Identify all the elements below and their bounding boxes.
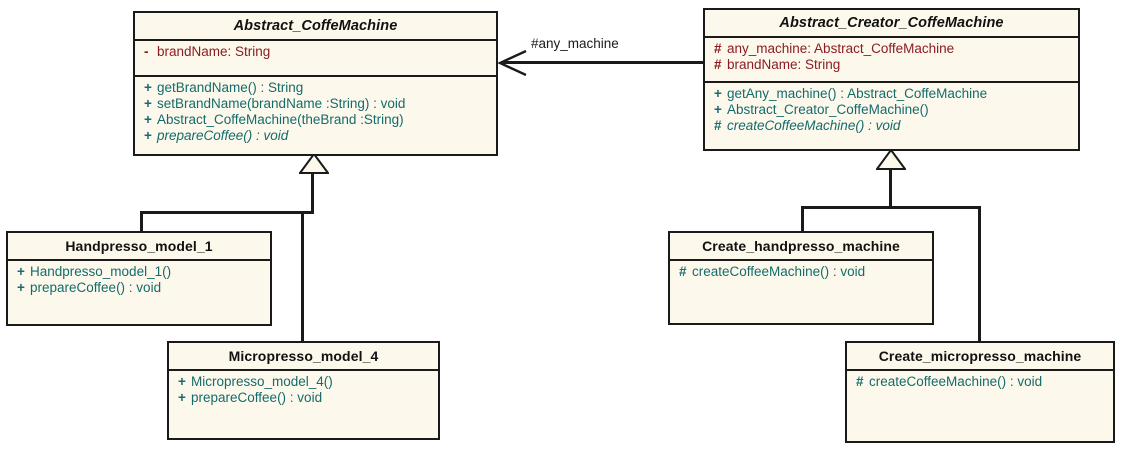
- method-row: + Abstract_CoffeMachine(theBrand :String…: [135, 112, 496, 128]
- method-row: + Micropresso_model_4(): [169, 374, 438, 390]
- class-name-handpresso-model-1: Handpresso_model_1: [8, 233, 270, 261]
- class-box-create-handpresso-machine[interactable]: Create_handpresso_machine # createCoffee…: [668, 231, 934, 325]
- method-text: prepareCoffee() : void: [191, 390, 323, 405]
- generalization-drop-create-micropresso: [978, 206, 981, 343]
- method-row: # createCoffeeMachine() : void: [670, 264, 932, 280]
- method-row: # createCoffeeMachine() : void: [847, 374, 1113, 390]
- generalization-drop-micropresso: [301, 211, 304, 343]
- method-text: setBrandName(brandName :String) : void: [157, 96, 406, 111]
- generalization-triangle-abstract-coffemachine: [298, 152, 330, 174]
- methods-compartment-micropresso-model-4: + Micropresso_model_4() + prepareCoffee(…: [169, 371, 438, 409]
- class-name-micropresso-model-4: Micropresso_model_4: [169, 343, 438, 371]
- class-box-micropresso-model-4[interactable]: Micropresso_model_4 + Micropresso_model_…: [167, 341, 440, 440]
- methods-compartment-handpresso-model-1: + Handpresso_model_1() + prepareCoffee()…: [8, 261, 270, 299]
- visibility-marker: #: [856, 374, 864, 389]
- method-row: + prepareCoffee() : void: [169, 390, 438, 406]
- method-text: Abstract_Creator_CoffeMachine(): [727, 102, 929, 117]
- method-text: Abstract_CoffeMachine(theBrand :String): [157, 112, 404, 127]
- methods-compartment-create-micropresso-machine: # createCoffeeMachine() : void: [847, 371, 1113, 393]
- visibility-marker: +: [17, 264, 25, 279]
- visibility-marker: #: [714, 57, 722, 72]
- association-label-any-machine: #any_machine: [531, 36, 619, 51]
- visibility-marker: -: [144, 44, 149, 59]
- method-text: Micropresso_model_4(): [191, 374, 333, 389]
- visibility-marker: +: [17, 280, 25, 295]
- generalization-triangle-abstract-creator-coffemachine: [875, 148, 907, 170]
- generalization-stem-right: [889, 168, 892, 208]
- methods-compartment-abstract-coffemachine: + getBrandName() : String + setBrandName…: [135, 77, 496, 147]
- association-arrowhead-icon: [497, 49, 528, 77]
- method-text: Handpresso_model_1(): [30, 264, 172, 279]
- method-row: + Handpresso_model_1(): [8, 264, 270, 280]
- visibility-marker: +: [144, 112, 152, 127]
- class-box-abstract-creator-coffemachine[interactable]: Abstract_Creator_CoffeMachine # any_mach…: [703, 8, 1080, 151]
- attributes-compartment-abstract-coffemachine: - brandName: String: [135, 41, 496, 77]
- visibility-marker: +: [144, 80, 152, 95]
- method-row: # createCoffeeMachine() : void: [705, 118, 1078, 134]
- visibility-marker: +: [144, 128, 152, 143]
- class-name-abstract-coffemachine: Abstract_CoffeMachine: [135, 13, 496, 41]
- visibility-marker: +: [178, 374, 186, 389]
- generalization-bus-right: [801, 206, 981, 209]
- class-box-handpresso-model-1[interactable]: Handpresso_model_1 + Handpresso_model_1(…: [6, 231, 272, 326]
- method-text: createCoffeeMachine() : void: [869, 374, 1043, 389]
- generalization-stem-left: [311, 172, 314, 213]
- method-text: createCoffeeMachine() : void: [727, 118, 901, 133]
- visibility-marker: #: [714, 118, 722, 133]
- class-name-abstract-creator-coffemachine: Abstract_Creator_CoffeMachine: [705, 10, 1078, 38]
- methods-compartment-abstract-creator-coffemachine: + getAny_machine() : Abstract_CoffeMachi…: [705, 83, 1078, 137]
- attribute-text: any_machine: Abstract_CoffeMachine: [727, 41, 955, 56]
- method-text: prepareCoffee() : void: [30, 280, 162, 295]
- method-row: + setBrandName(brandName :String) : void: [135, 96, 496, 112]
- method-row: + Abstract_Creator_CoffeMachine(): [705, 102, 1078, 118]
- visibility-marker: +: [714, 86, 722, 101]
- method-text: getBrandName() : String: [157, 80, 304, 95]
- visibility-marker: #: [714, 41, 722, 56]
- class-box-abstract-coffemachine[interactable]: Abstract_CoffeMachine - brandName: Strin…: [133, 11, 498, 156]
- class-box-create-micropresso-machine[interactable]: Create_micropresso_machine # createCoffe…: [845, 341, 1115, 443]
- attributes-compartment-abstract-creator-coffemachine: # any_machine: Abstract_CoffeMachine # b…: [705, 38, 1078, 83]
- method-row: + prepareCoffee() : void: [135, 128, 496, 144]
- visibility-marker: +: [144, 96, 152, 111]
- attribute-row: # any_machine: Abstract_CoffeMachine: [705, 41, 1078, 57]
- method-row: + getBrandName() : String: [135, 80, 496, 96]
- methods-compartment-create-handpresso-machine: # createCoffeeMachine() : void: [670, 261, 932, 283]
- visibility-marker: +: [714, 102, 722, 117]
- generalization-drop-handpresso: [140, 211, 143, 233]
- method-text: prepareCoffee() : void: [157, 128, 289, 143]
- attribute-text: brandName: String: [727, 57, 841, 72]
- visibility-marker: +: [178, 390, 186, 405]
- attribute-row: # brandName: String: [705, 57, 1078, 73]
- method-text: createCoffeeMachine() : void: [692, 264, 866, 279]
- method-row: + prepareCoffee() : void: [8, 280, 270, 296]
- association-line-any-machine: [503, 61, 704, 64]
- method-text: getAny_machine() : Abstract_CoffeMachine: [727, 86, 988, 101]
- class-name-create-handpresso-machine: Create_handpresso_machine: [670, 233, 932, 261]
- generalization-bus-left: [140, 211, 314, 214]
- attribute-row: - brandName: String: [135, 44, 496, 60]
- attribute-text: brandName: String: [157, 44, 271, 59]
- method-row: + getAny_machine() : Abstract_CoffeMachi…: [705, 86, 1078, 102]
- visibility-marker: #: [679, 264, 687, 279]
- class-name-create-micropresso-machine: Create_micropresso_machine: [847, 343, 1113, 371]
- generalization-drop-create-handpresso: [801, 206, 804, 233]
